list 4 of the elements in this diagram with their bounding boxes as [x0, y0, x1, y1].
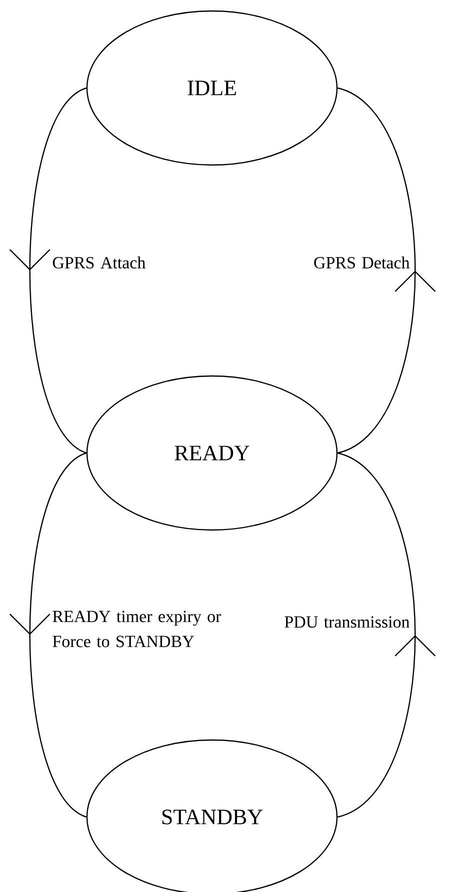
- edge-label: GPRS Attach: [52, 256, 146, 268]
- edge-label: READY timer expiry or Force to STANDBY: [52, 610, 222, 648]
- edge-label: GPRS Detach: [314, 256, 410, 268]
- edge-label: PDU transmission: [284, 616, 410, 628]
